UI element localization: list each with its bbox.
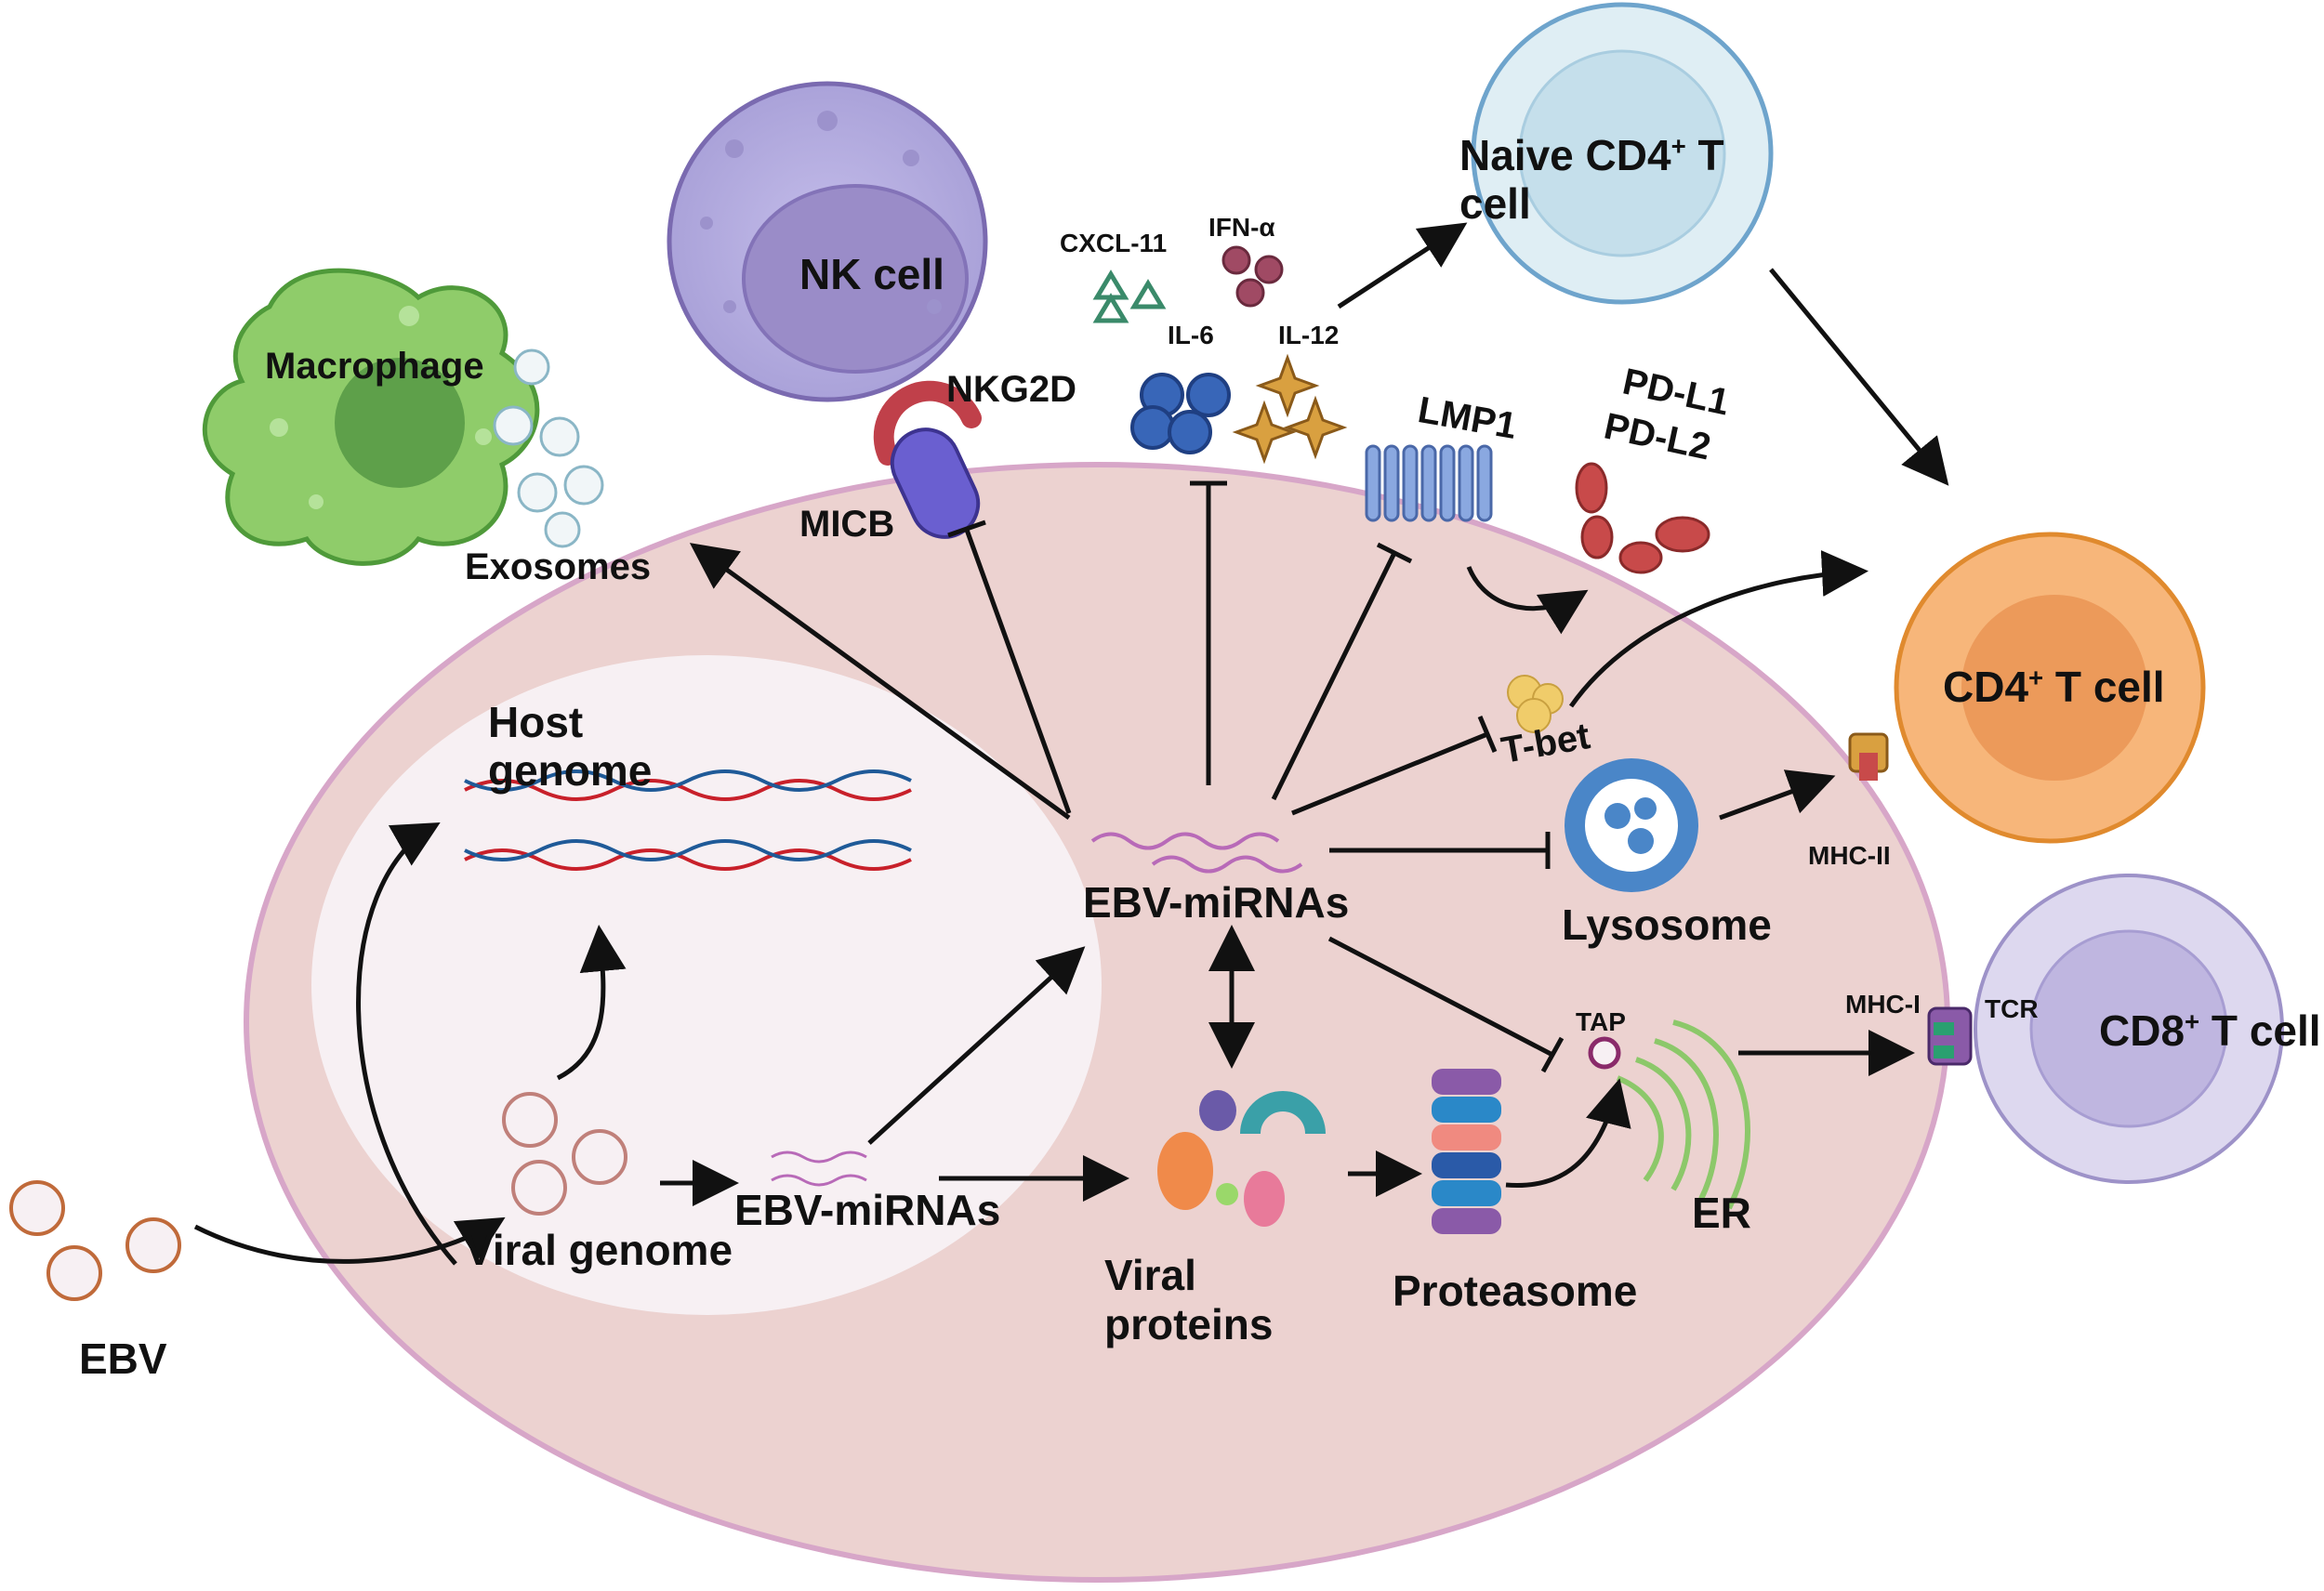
- host-genome-label-line2: genome: [488, 746, 653, 795]
- viral-proteins-label-line2: proteins: [1104, 1300, 1274, 1348]
- mhc-ii-complex: [1848, 732, 1889, 781]
- host-nucleus: [311, 655, 1102, 1315]
- naive-cd4-t-cell: [1471, 2, 1774, 305]
- il12-label: IL-12: [1278, 321, 1340, 349]
- macrophage-label: Macrophage: [265, 346, 484, 387]
- viral-proteins-label: Viral: [1104, 1251, 1196, 1299]
- macrophage: [203, 268, 540, 566]
- il6-molecules: [1130, 373, 1231, 454]
- lysosome: [1565, 758, 1698, 892]
- cxcl11-label: CXCL-11: [1060, 229, 1168, 257]
- cd8-t-cell: [1974, 874, 2284, 1184]
- ifn-alpha-molecules: [1221, 245, 1284, 308]
- lysosome-label: Lysosome: [1562, 901, 1772, 949]
- tcr-label: TCR: [1985, 994, 2039, 1023]
- mirna-strands-nucleus: [771, 1151, 867, 1187]
- viral-proteins: [1157, 1090, 1326, 1227]
- proteasome: [1432, 1069, 1501, 1234]
- arrows: [193, 222, 1949, 1266]
- mhc-ii-label: MHC-II: [1808, 841, 1891, 870]
- er-label: ER: [1692, 1189, 1751, 1237]
- pd-l1-pd-l2-proteins: [1575, 462, 1710, 574]
- naive-cd4-t-cell-label: Naive CD4+ T: [1459, 131, 1724, 179]
- viral-genome: [502, 1092, 627, 1216]
- ebv-mirnas-center-label: EBV-miRNAs: [1083, 878, 1350, 927]
- exosomes: [493, 348, 604, 548]
- cxcl11-molecules: [1092, 270, 1167, 323]
- micb-label: MICB: [799, 504, 895, 545]
- nk-cell-label: NK cell: [799, 250, 944, 298]
- inhibition-lines: [947, 480, 1565, 1073]
- mhc-i-label: MHC-I: [1845, 990, 1921, 1019]
- nkg2d-label: NKG2D: [946, 369, 1077, 410]
- cd8-t-cell-label: CD8+ T cell: [2099, 1006, 2321, 1055]
- mhc-i-tcr-complex: [1927, 1006, 1973, 1066]
- il12-molecules: [1232, 353, 1348, 465]
- tap-label: TAP: [1576, 1007, 1626, 1036]
- ebv-mirnas-nucleus-label: EBV-miRNAs: [734, 1186, 1001, 1234]
- t-bet-protein: [1507, 675, 1564, 733]
- il6-label: IL-6: [1168, 321, 1214, 349]
- proteasome-label: Proteasome: [1393, 1267, 1638, 1315]
- exosomes-label: Exosomes: [465, 546, 652, 587]
- cd4-t-cell: [1894, 532, 2206, 844]
- endoplasmic-reticulum: [1616, 1019, 1750, 1210]
- nk-cell: [667, 81, 988, 402]
- lmp1-protein: [1365, 444, 1493, 522]
- ebv-virions: [9, 1180, 181, 1301]
- host-genome-label: Host: [488, 698, 584, 746]
- tap-transporter: [1588, 1036, 1621, 1070]
- cd4-t-cell-label: CD4+ T cell: [1943, 663, 2165, 711]
- naive-cd4-t-cell-label-line2: cell: [1459, 179, 1531, 228]
- ebv-label: EBV: [79, 1335, 167, 1383]
- mirna-strands-center: [1090, 832, 1303, 874]
- ifn-alpha-label: IFN-α: [1208, 213, 1275, 242]
- host-genome-dna: [464, 769, 912, 871]
- viral-genome-label: Viral genome: [465, 1226, 733, 1274]
